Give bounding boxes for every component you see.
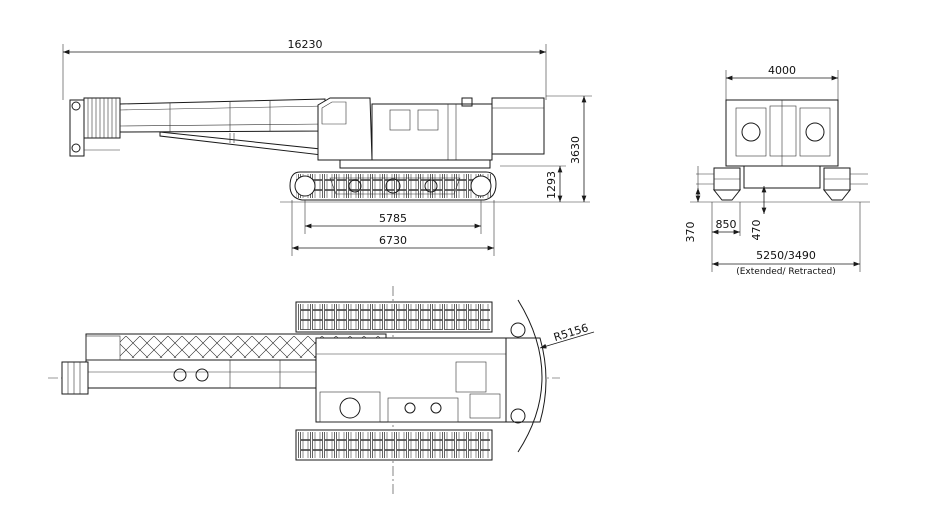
top-boom-lower-section (85, 359, 317, 389)
track-length-label: 5785 (379, 212, 407, 225)
track-width-label: 5250/3490 (756, 249, 816, 262)
side-view: 16230 (62, 38, 592, 256)
ground-clearance-label: 370 (684, 222, 697, 243)
track-outer-length-label: 6730 (379, 234, 407, 247)
top-width-label: 4000 (768, 64, 796, 77)
front-carbody (743, 165, 821, 189)
crawler-track (289, 171, 497, 201)
superstructure (317, 97, 545, 169)
overall-height-label: 3630 (569, 136, 582, 164)
track-height-label: 1293 (545, 171, 558, 199)
tail-radius-label: R5156 (552, 321, 590, 344)
track-width-note: (Extended/ Retracted) (736, 267, 836, 277)
front-view: 4000 370 850 470 (684, 64, 870, 277)
overall-length-label: 16230 (288, 38, 323, 51)
counterweight (491, 97, 545, 155)
top-boom-head (61, 361, 89, 395)
operator-cab (317, 97, 373, 161)
telescopic-boom (119, 98, 331, 157)
top-superstructure (315, 337, 507, 423)
outrigger-offset-label: 850 (716, 218, 737, 231)
top-view: R5156 (48, 286, 595, 494)
tail-swing-arc (517, 299, 543, 453)
luffing-cylinder (159, 131, 331, 157)
boom-head (69, 97, 121, 157)
tail-radius-leader (539, 331, 595, 349)
top-counterweight (505, 337, 547, 423)
center-clearance-label: 470 (750, 220, 763, 241)
